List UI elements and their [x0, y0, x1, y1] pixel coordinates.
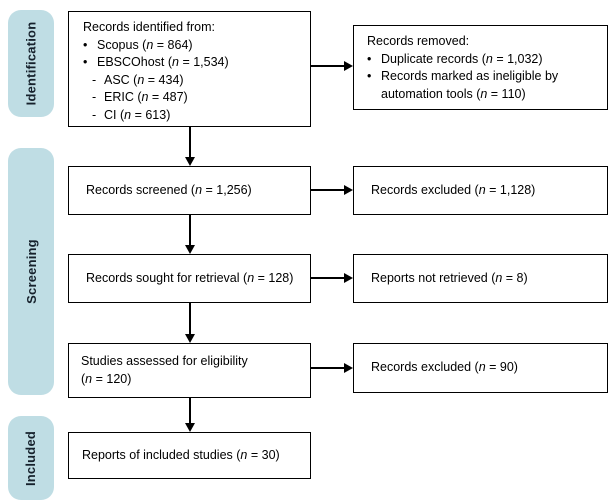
text-segment: Records removed: [367, 34, 470, 48]
text-segment: Records marked as ineligible by [381, 69, 559, 83]
text-segment: = 120) [92, 371, 132, 386]
text-segment: = 1,534) [178, 55, 229, 69]
stage-pill-screening: Screening [8, 148, 54, 395]
text-segment: = 8) [502, 270, 528, 285]
stat-n-symbol: n [85, 371, 93, 386]
text-segment: = 434) [144, 72, 184, 87]
arrow-down-assessed-to-included [185, 398, 195, 432]
stat-n-symbol: n [480, 86, 488, 101]
stat-n-symbol: n [141, 90, 149, 104]
dash-marker: - [92, 90, 97, 104]
stat-n-symbol: n [172, 55, 179, 69]
dash-marker: - [92, 107, 97, 122]
box-line: • Scopus (n = 864) [83, 37, 302, 55]
box-records-identified: Records identified from:•Scopus (n = 864… [68, 11, 311, 127]
stat-n-symbol: n [137, 72, 145, 87]
text-segment: Records sought for retrieval ( [86, 270, 248, 285]
box-line: • Duplicate records (n = 1,032) [367, 51, 599, 69]
stat-n-symbol: n [478, 182, 486, 197]
bullet-marker: • [83, 37, 88, 52]
stage-pill-identification: Identification [8, 10, 54, 117]
box-records-excluded-screening: Records excluded (n = 1,128) [353, 166, 608, 215]
box-line: • Records marked as ineligible by [367, 68, 599, 86]
stage-label-identification: Identification [23, 21, 39, 106]
box-records-removed: Records removed:•Duplicate records (n = … [353, 25, 608, 110]
box-line: Records screened (n = 1,256) [86, 182, 302, 200]
arrow-right-screened-to-excluded [311, 185, 353, 195]
box-records-excluded-eligibility: Records excluded (n = 90) [353, 343, 608, 393]
box-line: -ASC (n = 434) [83, 72, 302, 90]
text-segment: ( [81, 371, 86, 386]
text-segment: Records excluded ( [371, 182, 479, 197]
box-line: Records removed: [367, 33, 599, 51]
stat-n-symbol: n [146, 37, 154, 52]
box-records-screened: Records screened (n = 1,256) [68, 166, 311, 215]
arrow-down-screened-to-sought [185, 215, 195, 254]
text-segment: = 487) [148, 90, 188, 104]
arrow-down-sought-to-assessed [185, 303, 195, 343]
stat-n-symbol: n [195, 182, 203, 197]
bullet-marker: • [367, 51, 372, 66]
box-line: Studies assessed for eligibility [81, 353, 302, 371]
box-line: Records sought for retrieval (n = 128) [86, 270, 302, 288]
text-segment: EBSCOhost ( [97, 55, 173, 69]
stat-n-symbol: n [240, 447, 248, 462]
box-line: -ERIC (n = 487) [83, 89, 302, 107]
arrow-right-assessed-to-excluded [311, 363, 353, 373]
box-line: Reports not retrieved (n = 8) [371, 270, 599, 288]
text-segment: Records excluded ( [371, 360, 479, 375]
bullet-marker: • [367, 69, 372, 83]
box-line: -CI (n = 613) [83, 107, 302, 125]
text-segment: = 110) [487, 86, 526, 101]
arrow-right-identified-to-removed [311, 61, 353, 71]
box-line: Reports of included studies (n = 30) [82, 447, 302, 465]
text-segment: = 613) [131, 107, 171, 122]
box-line: (n = 120) [81, 371, 302, 389]
text-segment: Scopus ( [97, 37, 147, 52]
arrow-down-identified-to-screened [185, 127, 195, 166]
text-segment: CI ( [104, 107, 125, 122]
box-line: Records excluded (n = 90) [371, 359, 599, 377]
dash-marker: - [92, 72, 97, 87]
box-records-sought-for-retrieval: Records sought for retrieval (n = 128) [68, 254, 311, 303]
text-segment: ERIC ( [104, 90, 142, 104]
stat-n-symbol: n [485, 51, 493, 66]
text-segment: Reports of included studies ( [82, 447, 241, 462]
text-segment: Records screened ( [86, 182, 196, 197]
stat-n-symbol: n [124, 107, 132, 122]
box-line: Records identified from: [83, 19, 302, 37]
stat-n-symbol: n [247, 270, 255, 285]
text-segment: = 1,256) [202, 182, 252, 197]
stat-n-symbol: n [495, 270, 503, 285]
text-segment: = 128) [254, 270, 294, 285]
box-studies-assessed-for-eligibility: Studies assessed for eligibility (n = 120… [68, 343, 311, 398]
text-segment: = 30) [247, 447, 280, 462]
bullet-marker: • [83, 55, 88, 69]
text-segment: Duplicate records ( [381, 51, 486, 66]
text-segment: = 1,032) [492, 51, 543, 66]
box-reports-of-included-studies: Reports of included studies (n = 30) [68, 432, 311, 479]
box-line: Records excluded (n = 1,128) [371, 182, 599, 200]
stage-pill-included: Included [8, 416, 54, 500]
text-segment: = 1,128) [485, 182, 536, 197]
text-segment: Reports not retrieved ( [371, 270, 496, 285]
stage-label-screening: Screening [23, 239, 39, 304]
text-segment: ASC ( [104, 72, 138, 87]
arrow-right-sought-to-not-retrieved [311, 273, 353, 283]
stage-label-included: Included [23, 430, 39, 486]
box-line: • EBSCOhost (n = 1,534) [83, 54, 302, 72]
text-segment: = 864) [153, 37, 193, 52]
text-segment: automation tools ( [381, 86, 481, 101]
text-segment: Records identified from: [83, 20, 216, 34]
stat-n-symbol: n [478, 360, 486, 375]
text-segment: Studies assessed for eligibility [81, 354, 248, 368]
box-line: automation tools (n = 110) [367, 86, 599, 104]
text-segment: = 90) [485, 360, 518, 375]
box-reports-not-retrieved: Reports not retrieved (n = 8) [353, 254, 608, 303]
